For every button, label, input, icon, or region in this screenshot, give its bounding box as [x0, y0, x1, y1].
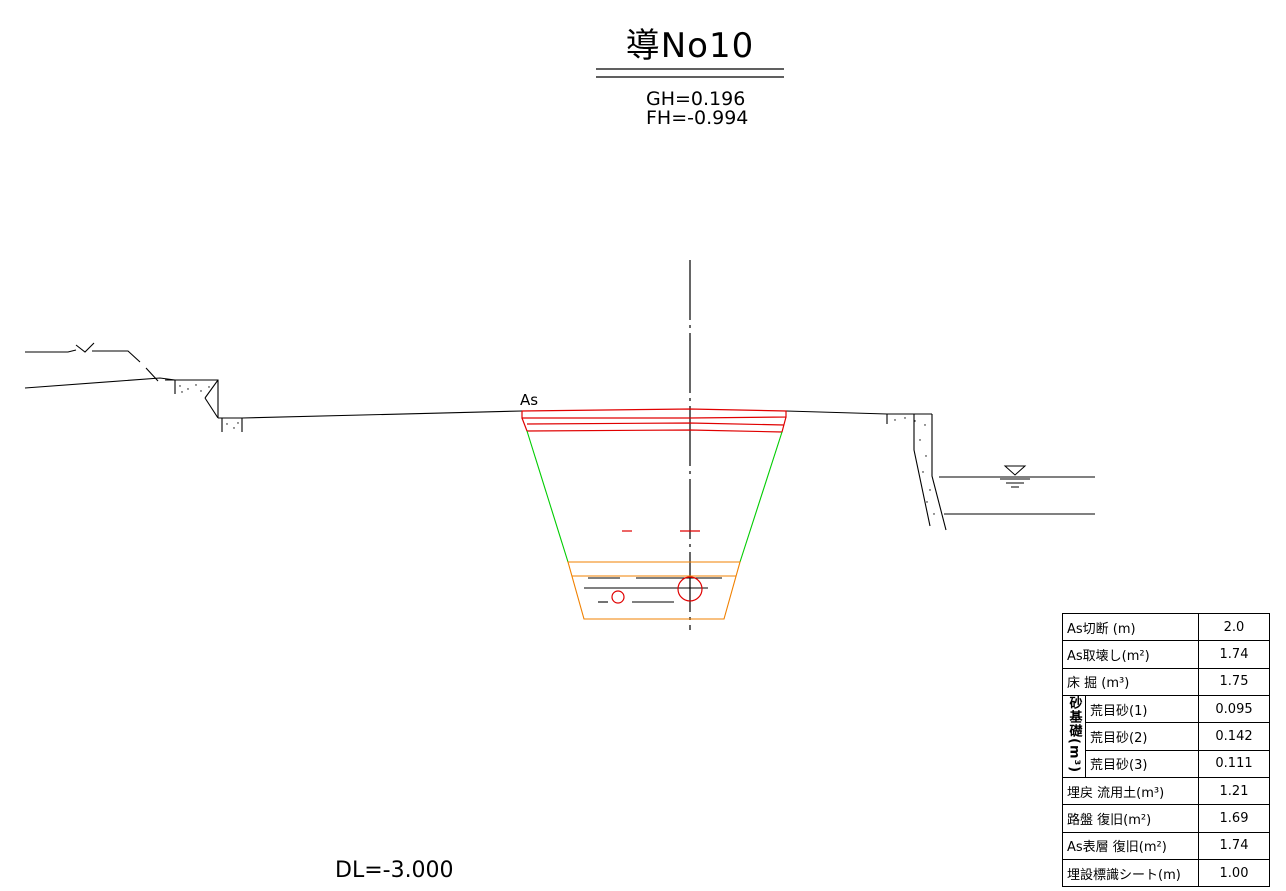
row-label: 埋戻 流用土(m³): [1062, 777, 1199, 806]
row-value: 1.69: [1198, 804, 1270, 833]
excavation-lines: [526, 430, 783, 563]
right-ground: [785, 410, 1095, 531]
row-value: 0.142: [1198, 722, 1270, 751]
large-pipe: [677, 576, 703, 602]
row-value: 1.74: [1198, 831, 1270, 860]
row-value: 1.00: [1198, 858, 1270, 888]
row-label: 荒目砂(1): [1085, 694, 1199, 724]
datum-level: DL=-3.000: [335, 858, 454, 883]
sand-group-text: 砂基礎(m³): [1066, 695, 1082, 774]
row-label: 床 掘 (m³): [1062, 667, 1199, 696]
table-row: 荒目砂(2) 0.142: [1063, 722, 1270, 751]
table-row: As取壊し(m²) 1.74: [1062, 640, 1270, 669]
row-value: 0.111: [1198, 749, 1270, 779]
quantity-table: As切断 (m) 2.0 As取壊し(m²) 1.74 床 掘 (m³) 1.7…: [1061, 612, 1270, 888]
row-label: 荒目砂(3): [1085, 749, 1199, 779]
table-row: 荒目砂(3) 0.111: [1063, 749, 1270, 779]
left-concrete-dots: [179, 384, 239, 429]
row-value: 1.74: [1198, 640, 1270, 669]
gh-value: GH=0.196: [646, 88, 746, 110]
row-value: 2.0: [1198, 612, 1270, 642]
as-label: As: [520, 391, 539, 409]
table-row: 埋戻 流用土(m³) 1.21: [1062, 777, 1270, 806]
small-pipe: [611, 590, 625, 604]
elevation-block: GH=0.196 FH=-0.994: [646, 90, 748, 128]
row-value: 0.095: [1198, 694, 1270, 724]
row-value: 1.21: [1198, 777, 1270, 806]
row-label: As切断 (m): [1062, 612, 1199, 642]
water-level-icon: [1000, 465, 1030, 488]
row-label: 埋設標識シート(m): [1062, 858, 1199, 888]
sand-group-label: 砂基礎(m³): [1061, 694, 1087, 779]
row-label: As表層 復旧(m²): [1062, 831, 1199, 860]
right-concrete-dots: [894, 417, 935, 515]
pavement-layer: [521, 408, 787, 433]
left-ground: [24, 342, 523, 432]
table-row: As表層 復旧(m²) 1.74: [1062, 831, 1270, 860]
row-label: As取壊し(m²): [1062, 640, 1199, 669]
row-label: 荒目砂(2): [1085, 722, 1199, 751]
table-row: 砂基礎(m³) 荒目砂(1) 0.095: [1061, 694, 1270, 779]
sand-bed: [567, 561, 741, 620]
table-row: 埋設標識シート(m) 1.00: [1062, 858, 1270, 888]
table-row: 路盤 復旧(m²) 1.69: [1062, 804, 1270, 833]
row-value: 1.75: [1198, 667, 1270, 696]
row-label: 路盤 復旧(m²): [1062, 804, 1199, 833]
fh-value: FH=-0.994: [646, 107, 749, 129]
pipe-lines: [584, 577, 722, 603]
table-row: 床 掘 (m³) 1.75: [1062, 667, 1270, 696]
table-row: As切断 (m) 2.0: [1062, 612, 1270, 642]
drawing-title: 導No10: [625, 26, 755, 66]
